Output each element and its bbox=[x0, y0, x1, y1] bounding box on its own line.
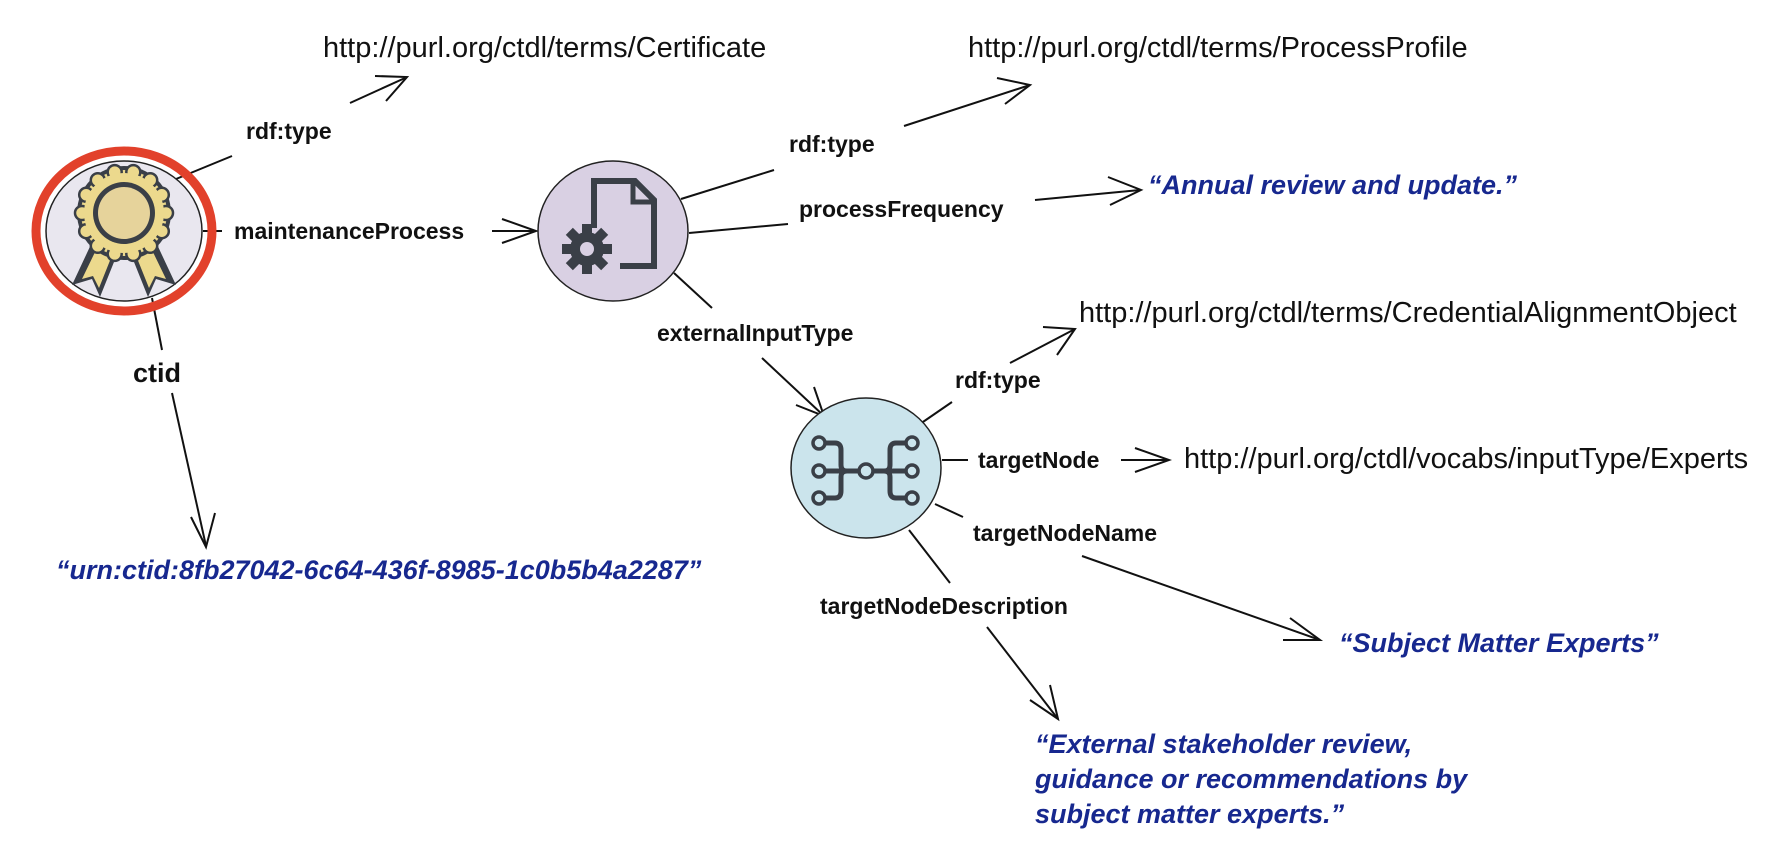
arrowhead-cert-type bbox=[374, 75, 410, 102]
uri-process-profile-type: http://purl.org/ctdl/terms/ProcessProfil… bbox=[968, 32, 1468, 64]
gear-icon bbox=[562, 224, 612, 274]
arrowhead-frequency bbox=[1107, 176, 1144, 206]
edge-frequency-b bbox=[1034, 189, 1141, 201]
prop-process-rdf-type: rdf:type bbox=[789, 131, 875, 157]
arrowhead-target-desc bbox=[1029, 684, 1060, 722]
edge-ctid-b bbox=[171, 392, 207, 547]
uri-alignment-type: http://purl.org/ctdl/terms/CredentialAli… bbox=[1079, 297, 1737, 329]
gear-tooth bbox=[582, 262, 592, 274]
literal-target-node-description-line-2: guidance or recommendations by bbox=[1034, 764, 1469, 794]
literal-process-frequency: “Annual review and update.” bbox=[1148, 170, 1518, 200]
literal-ctid: “urn:ctid:8fb27042-6c64-436f-8985-1c0b5b… bbox=[56, 555, 702, 585]
network-node bbox=[811, 490, 827, 506]
arrowhead-align-type bbox=[1042, 326, 1077, 356]
edge-process-rdf-type-a bbox=[680, 169, 775, 200]
arrowhead-process-type bbox=[996, 77, 1033, 105]
network-node bbox=[904, 435, 920, 451]
literal-target-node-description-line-3: subject matter experts.” bbox=[1035, 799, 1345, 829]
edges bbox=[151, 75, 1324, 722]
edge-target-desc-b bbox=[986, 626, 1059, 720]
certificate-highlight-ring bbox=[31, 146, 217, 316]
uri-target-node: http://purl.org/ctdl/vocabs/inputType/Ex… bbox=[1184, 443, 1748, 475]
edge-frequency-a bbox=[688, 223, 789, 234]
prop-maintenance-process: maintenanceProcess bbox=[234, 218, 464, 244]
network-node bbox=[904, 463, 920, 479]
network-node bbox=[904, 490, 920, 506]
property-labels: rdf:type maintenanceProcess ctid rdf:typ… bbox=[133, 118, 1157, 619]
edge-target-desc-a bbox=[908, 529, 951, 584]
prop-target-node-description: targetNodeDescription bbox=[820, 593, 1068, 619]
edge-external-b bbox=[761, 357, 825, 417]
edge-process-rdf-type-b bbox=[903, 84, 1031, 127]
badge-ribbon-right-inner bbox=[137, 248, 166, 288]
uri-labels: http://purl.org/ctdl/terms/Certificate h… bbox=[323, 32, 1748, 475]
document-gear-icon bbox=[562, 178, 657, 274]
network-center-node bbox=[857, 462, 875, 480]
uri-certificate-type: http://purl.org/ctdl/terms/Certificate bbox=[323, 32, 766, 64]
alignment-object-node[interactable] bbox=[790, 397, 942, 539]
prop-external-input-type: externalInputType bbox=[657, 320, 853, 346]
literal-labels: “urn:ctid:8fb27042-6c64-436f-8985-1c0b5b… bbox=[56, 170, 1659, 829]
prop-process-frequency: processFrequency bbox=[799, 196, 1004, 222]
edge-target-name-b bbox=[1081, 555, 1321, 641]
prop-ctid: ctid bbox=[133, 358, 181, 388]
certificate-node[interactable] bbox=[31, 146, 217, 316]
edge-target-name-a bbox=[934, 503, 964, 518]
arrowhead-target-name bbox=[1283, 617, 1324, 641]
prop-alignment-rdf-type: rdf:type bbox=[955, 367, 1041, 393]
process-profile-node[interactable] bbox=[537, 160, 689, 302]
edge-external-a bbox=[673, 272, 713, 309]
edge-align-rdf-type-b bbox=[1009, 328, 1076, 364]
document-outline bbox=[591, 178, 657, 269]
arrowhead-ctid bbox=[190, 512, 216, 550]
network-node bbox=[811, 463, 827, 479]
badge-ribbon-left-inner bbox=[82, 248, 111, 288]
arrowhead-target-node bbox=[1134, 447, 1173, 473]
prop-target-node-name: targetNodeName bbox=[973, 520, 1157, 546]
literal-target-node-description-line-1: “External stakeholder review, bbox=[1035, 729, 1412, 759]
network-node bbox=[811, 435, 827, 451]
badge-core bbox=[98, 187, 150, 239]
gear-hole bbox=[580, 242, 594, 256]
prop-cert-rdf-type: rdf:type bbox=[246, 118, 332, 144]
edge-cert-rdf-type-b bbox=[349, 77, 406, 104]
document-fold bbox=[630, 181, 654, 205]
literal-target-node-name: “Subject Matter Experts” bbox=[1339, 628, 1659, 658]
arrowhead-maintenance bbox=[501, 218, 540, 244]
branching-network-icon bbox=[811, 435, 920, 506]
award-badge-icon bbox=[72, 163, 176, 297]
prop-target-node: targetNode bbox=[978, 447, 1099, 473]
gear-tooth bbox=[582, 224, 592, 236]
edge-align-rdf-type-a bbox=[919, 401, 953, 425]
